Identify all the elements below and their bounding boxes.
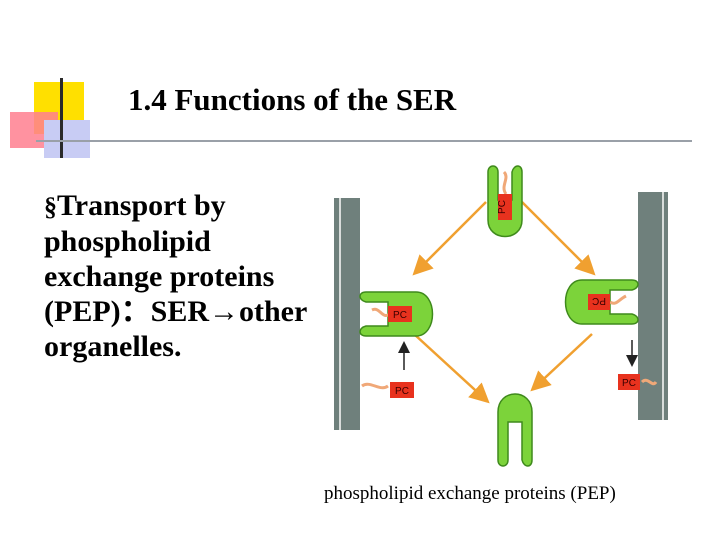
bullet-point: §Transport by phospholipid exchange prot… xyxy=(44,188,314,364)
pc-label-top: PC xyxy=(497,200,508,214)
left-membrane xyxy=(334,198,369,430)
pc-label-left: PC xyxy=(393,310,407,321)
diagram-caption: phospholipid exchange proteins (PEP) xyxy=(324,483,616,505)
pc-lipid-left: PC xyxy=(362,382,414,398)
pep-protein-bottom xyxy=(498,394,532,466)
bullet-marker: § xyxy=(44,192,57,221)
pep-protein-right: PC xyxy=(566,280,639,324)
decor-vertical-line xyxy=(60,78,63,158)
pep-protein-left: PC xyxy=(360,292,433,336)
pc-label-left-membrane: PC xyxy=(395,386,409,397)
pep-protein-top: PC xyxy=(488,166,522,237)
pc-label-right: PC xyxy=(592,295,606,306)
decor-blue-square xyxy=(44,120,90,158)
pep-transport-diagram: PC PC PC PC PC xyxy=(326,160,676,475)
bullet-text: Transport by phospholipid exchange prote… xyxy=(44,189,307,363)
slide-title: 1.4 Functions of the SER xyxy=(128,82,456,118)
title-underline xyxy=(36,140,692,142)
pc-label-right-membrane: PC xyxy=(622,378,636,389)
